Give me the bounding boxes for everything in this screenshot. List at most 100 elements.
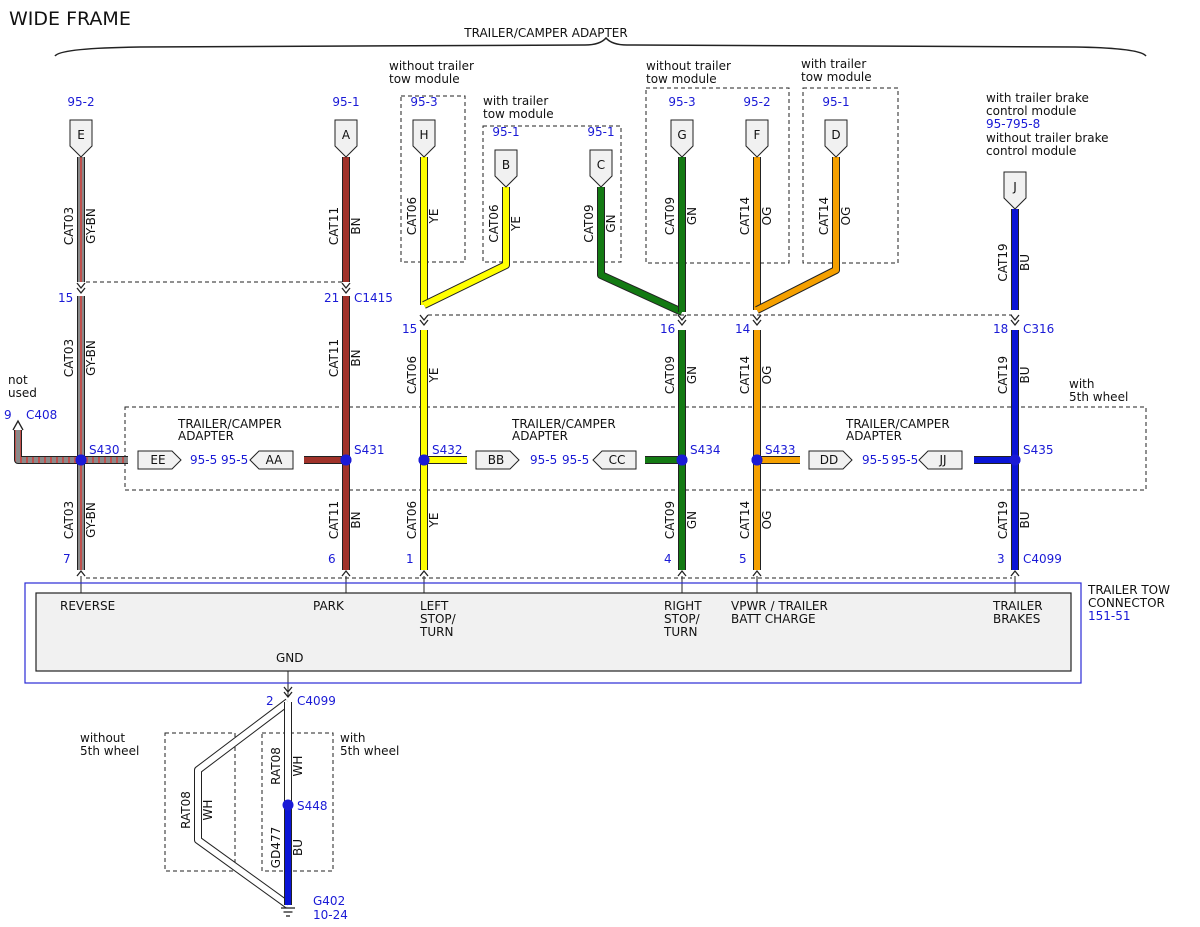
terminal-1-line1: REVERSE — [60, 599, 115, 613]
connector-name-line2: CONNECTOR — [1088, 596, 1165, 610]
wire-low-1-circuit: CAT03 — [62, 501, 76, 539]
adapter-aa — [249, 450, 294, 470]
c4099-name: C4099 — [1023, 552, 1062, 566]
top-connector-e-letter: E — [77, 128, 85, 142]
adapter-3-label-line2: ADAPTER — [846, 429, 902, 443]
top-connector-e — [69, 119, 93, 158]
wire-b-upper-circuit: CAT06 — [487, 204, 501, 242]
c1415-chevron-1-b — [76, 287, 86, 295]
adapter-ee — [137, 450, 182, 470]
adapter-cc — [592, 450, 637, 470]
top-connector-h-ref: 95-3 — [410, 95, 437, 109]
splice-s448-label: S448 — [297, 799, 328, 813]
splice-s434-label: S434 — [690, 443, 721, 457]
terminal-4-line1: RIGHT — [664, 599, 702, 613]
c408-name: C408 — [26, 408, 57, 422]
ground-name: G402 — [313, 894, 345, 908]
top-connector-c — [589, 149, 613, 188]
adapter-2-label-line1: TRAILER/CAMPER — [511, 417, 616, 431]
terminal-5-line2: BATT CHARGE — [731, 612, 816, 626]
top-connector-a — [334, 119, 358, 158]
c1415-pin-2: 21 — [324, 291, 339, 305]
wire-d-upper — [755, 157, 839, 313]
label-tbc-ref-b: 95-8 — [1013, 117, 1040, 131]
top-connector-c-ref: 95-1 — [587, 125, 614, 139]
terminal-5-line1: VPWR / TRAILER — [731, 599, 828, 613]
wire-low-4-color: GN — [685, 511, 699, 529]
wire-e-upper-circuit: CAT03 — [62, 207, 76, 245]
top-connector-f-letter: F — [754, 128, 761, 142]
top-connector-e-ref: 95-2 — [67, 95, 94, 109]
adapter-box — [124, 406, 1147, 491]
label-with-tow-2-line2: tow module — [801, 70, 872, 84]
gnd-connector-name: C4099 — [297, 694, 336, 708]
top-connector-h — [412, 119, 436, 158]
wire-c408 — [15, 430, 81, 463]
wire-c-upper — [598, 187, 684, 315]
group-box-with-tow-1 — [482, 125, 622, 263]
adapter-cc-text: CC — [609, 453, 626, 467]
wire-low-5-circuit: CAT14 — [738, 501, 752, 539]
top-connector-a-ref: 95-1 — [332, 95, 359, 109]
c4099-gnd-chevron — [283, 686, 293, 694]
splice-top-6 — [1009, 454, 1021, 466]
terminal-6-line2: BRAKES — [993, 612, 1040, 626]
label-tbc-ref-a: 95-7 — [986, 117, 1013, 131]
c316-chevron-2-b — [677, 319, 687, 327]
c4099-chevron-4 — [677, 569, 687, 577]
top-connector-d-letter: D — [831, 128, 840, 142]
c316-name: C316 — [1023, 322, 1054, 336]
connector-body — [35, 592, 1072, 672]
splice-top-1 — [75, 454, 87, 466]
wire-e-upper-color: GY-BN — [84, 208, 98, 244]
c1415-chevron-2-b — [341, 287, 351, 295]
group-box-with-tow-2 — [802, 87, 899, 264]
label-without-tbc-line2: control module — [986, 144, 1076, 158]
wire-a-upper-circuit: CAT11 — [327, 207, 341, 245]
wire-mid-1-circuit: CAT03 — [62, 339, 76, 377]
c316-pin-2: 16 — [660, 322, 675, 336]
wire-mid-3-circuit: CAT06 — [405, 356, 419, 394]
top-connector-j-letter: J — [1012, 180, 1017, 194]
label-without-5th-line2: 5th wheel — [80, 744, 139, 758]
adapter-3-label-line1: TRAILER/CAMPER — [845, 417, 950, 431]
label-with-tow-1-line2: tow module — [483, 107, 554, 121]
wire-h-upper-color: YE — [427, 209, 441, 225]
adapter-ee-text: EE — [150, 453, 165, 467]
c4099-chevron-2 — [341, 569, 351, 577]
wire-gd477-circuit: GD477 — [269, 827, 283, 868]
connector-name-line1: TRAILER TOW — [1087, 583, 1170, 597]
label-with-tow-1-line1: with trailer — [483, 94, 548, 108]
top-connector-g-letter: G — [677, 128, 686, 142]
diagram-title: WIDE FRAME — [9, 8, 131, 30]
c316-chevron-2 — [677, 314, 687, 322]
top-adapter-label: TRAILER/CAMPER ADAPTER — [463, 26, 627, 40]
wire-rat08-b-color: WH — [291, 756, 305, 777]
adapter-dd-ref: 95-5 — [862, 453, 889, 467]
adapter-jj-ref: 95-5 — [891, 453, 918, 467]
adapter-ee-ref: 95-5 — [190, 453, 217, 467]
adapter-1-label-line1: TRAILER/CAMPER — [177, 417, 282, 431]
gnd-pin: 2 — [266, 694, 274, 708]
adapter-aa-ref: 95-5 — [221, 453, 248, 467]
top-connector-g-ref: 95-3 — [668, 95, 695, 109]
c1415-pin-1: 15 — [58, 291, 73, 305]
label-without-5th-line1: without — [80, 731, 125, 745]
top-connector-c-letter: C — [597, 158, 605, 172]
terminal-4-line3: TURN — [663, 625, 697, 639]
adapter-jj-text: JJ — [938, 453, 946, 467]
c316-chevron-4-b — [1010, 319, 1020, 327]
c316-pin-3: 14 — [735, 322, 750, 336]
wire-f-upper-circuit: CAT14 — [738, 197, 752, 235]
wire-low-3-circuit: CAT06 — [405, 501, 419, 539]
top-brace — [54, 36, 1147, 57]
label-with-5th-bottom-line1: with — [340, 731, 365, 745]
c4099-gnd-chevron-b — [283, 691, 293, 699]
group-box-with-5th — [261, 732, 334, 872]
group-box-without-tow-2 — [645, 87, 790, 264]
c1415-chevron-1 — [76, 282, 86, 290]
adapter-1-label-line2: ADAPTER — [178, 429, 234, 443]
c408-chevron — [12, 419, 24, 431]
